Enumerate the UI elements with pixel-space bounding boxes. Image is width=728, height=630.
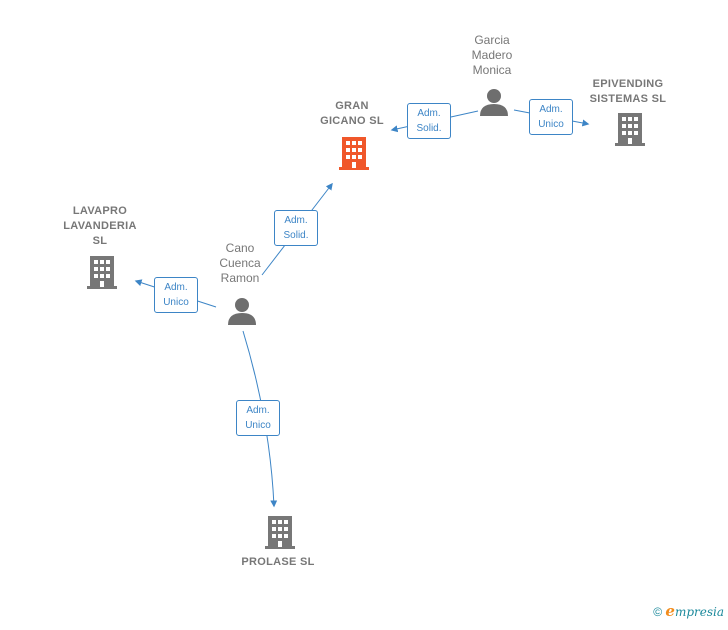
company-label-prolase[interactable]: PROLASE SL [228, 555, 328, 570]
label-line: Garcia [474, 33, 510, 47]
company-label-lavapro[interactable]: LAVAPRO LAVANDERIA SL [50, 204, 150, 249]
label-line: LAVANDERIA [63, 220, 137, 232]
edge-label-line: Unico [163, 297, 189, 308]
label-line: PROLASE SL [241, 556, 315, 568]
label-line: EPIVENDING [592, 78, 664, 90]
label-line: SISTEMAS SL [589, 93, 667, 105]
edge-label-garcia-gran-gicano[interactable]: Adm. Solid. [407, 103, 451, 139]
brand-name: mpresia [674, 605, 724, 619]
edge-label-cano-lavapro[interactable]: Adm. Unico [154, 277, 198, 313]
label-line: Madero [471, 48, 513, 62]
label-line: SL [92, 235, 108, 247]
edge-label-garcia-epivending[interactable]: Adm. Unico [529, 99, 573, 135]
company-label-epivending[interactable]: EPIVENDING SISTEMAS SL [576, 77, 680, 107]
label-line: Monica [472, 63, 512, 77]
building-icon[interactable] [615, 113, 645, 146]
edge-label-line: Adm. [284, 215, 308, 226]
label-line: Cano [225, 241, 255, 255]
label-line: GRAN [335, 100, 369, 112]
person-icon[interactable] [480, 89, 508, 116]
label-line: Ramon [220, 271, 260, 285]
brand-logo: empresia [665, 602, 724, 620]
edge-label-cano-prolase[interactable]: Adm. Unico [236, 400, 280, 436]
building-icon[interactable] [265, 516, 295, 549]
edge-label-cano-gran-gicano[interactable]: Adm. Solid. [274, 210, 318, 246]
edge-label-line: Solid. [416, 123, 442, 134]
brand-footer: © empresia [653, 602, 724, 620]
label-line: LAVAPRO [72, 205, 128, 217]
building-icon[interactable] [339, 137, 369, 170]
edge-label-line: Unico [538, 119, 564, 130]
person-icon[interactable] [228, 298, 256, 325]
person-label-garcia[interactable]: Garcia Madero Monica [452, 33, 532, 78]
person-label-cano[interactable]: Cano Cuenca Ramon [200, 241, 280, 286]
label-line: Cuenca [219, 256, 261, 270]
edge-label-line: Adm. [539, 104, 563, 115]
copyright-icon: © [653, 605, 663, 619]
brand-initial: e [665, 602, 675, 620]
edge-label-line: Adm. [417, 108, 441, 119]
label-line: GICANO SL [320, 115, 384, 127]
building-icon[interactable] [87, 256, 117, 289]
edge-label-line: Adm. [246, 405, 270, 416]
company-label-gran-gicano[interactable]: GRAN GICANO SL [300, 99, 404, 129]
edge-label-line: Unico [245, 420, 271, 431]
edge-label-line: Adm. [164, 282, 188, 293]
edge-label-line: Solid. [283, 230, 309, 241]
